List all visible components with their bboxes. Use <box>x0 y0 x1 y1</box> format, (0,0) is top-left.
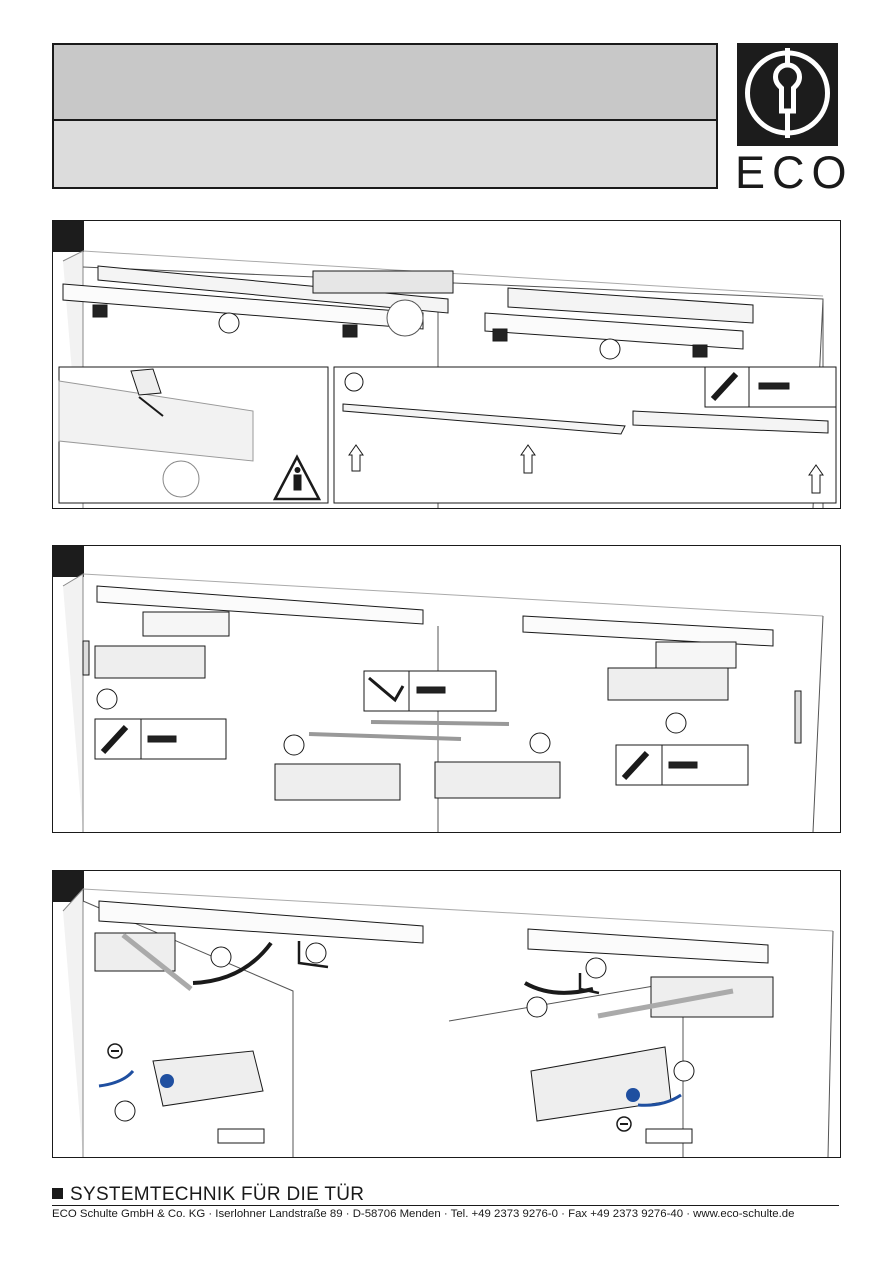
footer-tagline-text: SYSTEMTECHNIK FÜR DIE TÜR <box>70 1184 365 1205</box>
step-1-illustration <box>58 250 837 508</box>
eco-logo-icon <box>737 43 838 146</box>
title-box <box>52 43 718 189</box>
footer-address: ECO Schulte GmbH & Co. KG · Iserlohner L… <box>52 1208 795 1220</box>
subtitle-band <box>54 121 716 187</box>
screwdriver-icon <box>710 371 739 402</box>
bullet-square-icon <box>52 1188 63 1199</box>
step-3-illustration <box>62 887 834 1157</box>
logo-wordmark: ECO <box>735 147 854 198</box>
step-panel-1 <box>52 220 841 509</box>
allen-key-icon <box>368 676 405 703</box>
arrow-up-icon <box>348 444 364 472</box>
step-tab-1 <box>53 221 84 252</box>
step-panel-2 <box>52 545 841 833</box>
footer-tagline: SYSTEMTECHNIK FÜR DIE TÜR <box>52 1184 364 1206</box>
screwdriver-icon <box>100 724 129 755</box>
title-band <box>54 45 716 121</box>
step-tab-2 <box>53 546 84 577</box>
footer-divider <box>52 1205 839 1206</box>
step-2-illustration <box>62 573 824 832</box>
screw-icon <box>758 382 790 390</box>
step-panel-3 <box>52 870 841 1158</box>
